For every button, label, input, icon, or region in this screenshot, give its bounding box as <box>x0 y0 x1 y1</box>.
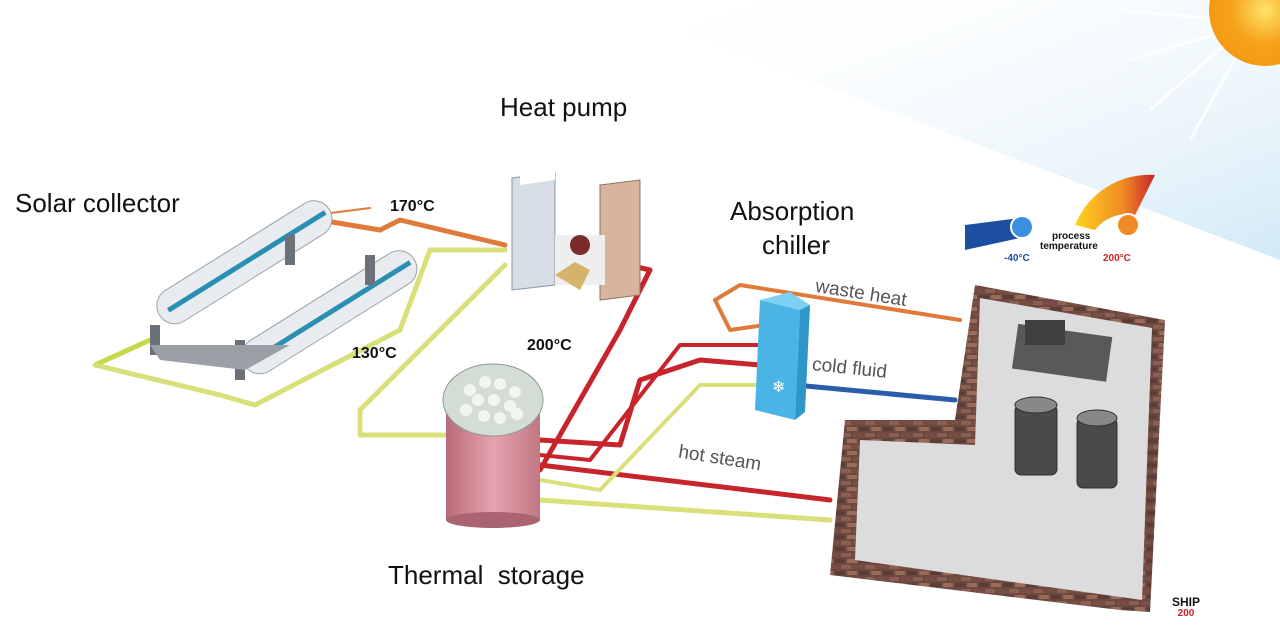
absorption-chiller-label-line2: chiller <box>762 230 830 261</box>
absorption-chiller: ❄ <box>755 292 810 420</box>
heat-pump-label: Heat pump <box>500 92 627 123</box>
thermal-storage-tank <box>443 364 543 528</box>
temp-170-label: 170°C <box>390 198 435 216</box>
legend-max-temp: 200°C <box>1103 253 1131 264</box>
ship200-logo: SHIP 200 <box>1172 597 1200 619</box>
sky-wash <box>600 0 1280 260</box>
svg-text:❄: ❄ <box>772 377 785 396</box>
absorption-chiller-label-line1: Absorption <box>730 196 854 227</box>
logo-line2: 200 <box>1172 608 1200 619</box>
temp-200-label: 200°C <box>527 337 572 355</box>
heat-pump <box>512 170 640 300</box>
factory-building <box>830 285 1165 612</box>
solar-collector-label: Solar collector <box>15 188 180 219</box>
temp-130-label: 130°C <box>352 345 397 363</box>
legend-process-label-line2: temperature <box>1040 241 1098 252</box>
logo-line1: SHIP <box>1172 597 1200 608</box>
thermal-storage-label: Thermal storage <box>388 560 585 591</box>
legend-min-temp: -40°C <box>1004 253 1030 264</box>
